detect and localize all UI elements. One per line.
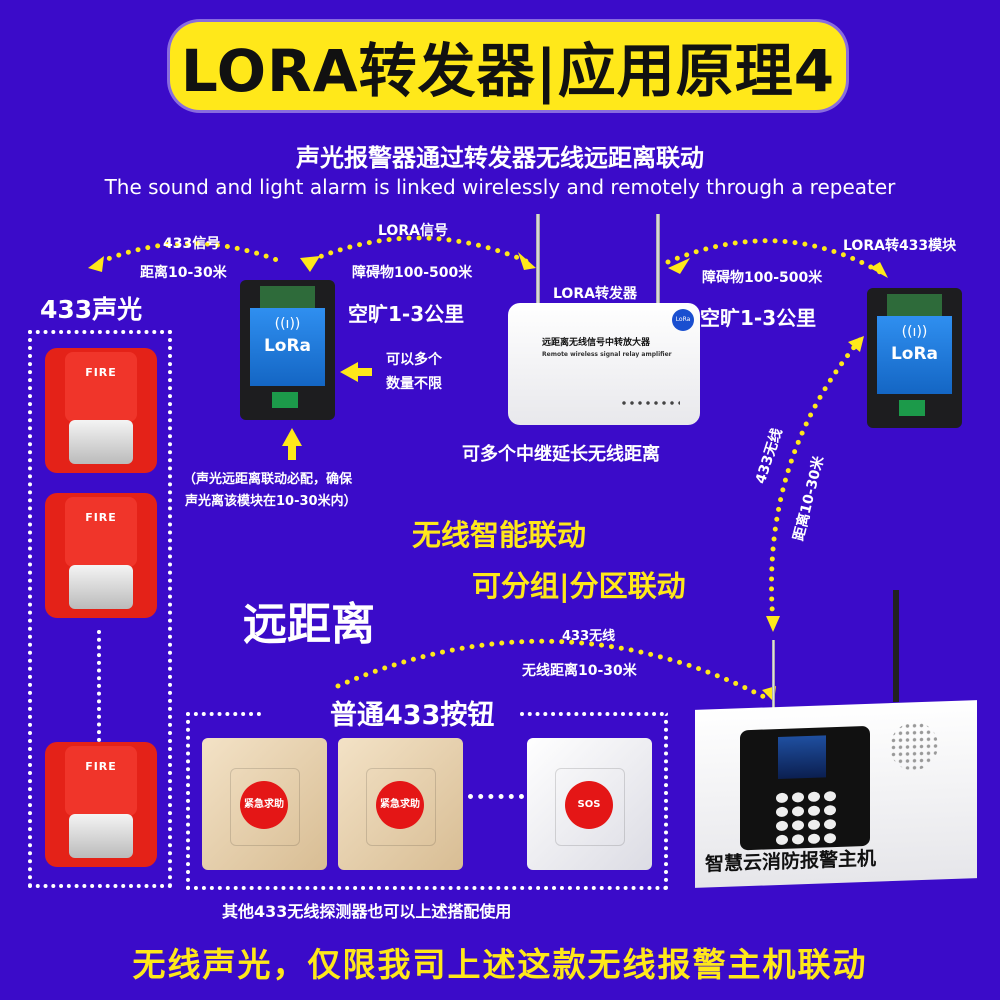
box-top-right xyxy=(520,712,664,716)
button-link-distance: 无线距离10-30米 xyxy=(522,663,637,679)
arrow-icon xyxy=(870,262,888,278)
module-note: 数量不限 xyxy=(386,376,442,392)
arrow-icon xyxy=(518,252,536,270)
page-title: LORA转发器|应用原理4 xyxy=(180,37,836,105)
slogan-wireless: 无线智能联动 xyxy=(412,518,587,552)
subtitle-en: The sound and light alarm is linked wire… xyxy=(104,175,896,199)
antenna xyxy=(656,214,660,306)
lora-repeater: LoRa 远距离无线信号中转放大器 Remote wireless signal… xyxy=(508,303,700,425)
slogan-long-distance: 远距离 xyxy=(243,599,375,650)
wifi-icon: ((ı)) xyxy=(274,316,301,332)
arrow-icon xyxy=(282,428,302,446)
arc-vertical xyxy=(769,337,863,625)
antenna xyxy=(772,640,775,710)
slogan-grouping: 可分组|分区联动 xyxy=(472,569,686,603)
repeater-label: LORA转发器 xyxy=(553,286,637,302)
bottom-banner: 无线声光，仅限我司上述这款无线报警主机联动 xyxy=(132,945,868,984)
module-note: 可以多个 xyxy=(386,352,442,368)
host-name: 智慧云消防报警主机 xyxy=(705,847,877,876)
arrow-icon xyxy=(848,336,864,352)
sos-button: SOS xyxy=(527,738,652,870)
alarm-group-box xyxy=(28,330,172,888)
arrow-icon xyxy=(300,256,320,272)
detector-footnote: 其他433无线探测器也可以上述搭配使用 xyxy=(222,902,512,921)
keypad xyxy=(776,791,836,846)
lora-badge-icon: LoRa xyxy=(672,309,694,331)
button-group-label: 普通433按钮 xyxy=(330,700,495,731)
left-link-label: 433信号 xyxy=(163,236,221,252)
wifi-icon: ((ı)) xyxy=(901,324,928,340)
indicator-lights xyxy=(620,399,680,407)
arc-lora-mid xyxy=(309,235,531,265)
arrow-icon xyxy=(88,256,104,272)
dotted-divider xyxy=(468,794,524,799)
subtitle-cn: 声光报警器通过转发器无线远距离联动 xyxy=(296,144,704,172)
antenna xyxy=(536,214,540,306)
lcd-screen xyxy=(778,735,826,780)
lora-module-left: ((ı))LoRa xyxy=(240,280,335,420)
title-banner: LORA转发器|应用原理4 xyxy=(170,22,846,110)
left-link-distance: 距离10-30米 xyxy=(140,265,227,281)
arrow-icon xyxy=(766,616,780,632)
sound-light-alarm: FIRE xyxy=(45,742,157,867)
arrow-icon xyxy=(340,362,358,382)
mid-link-open: 空旷1-3公里 xyxy=(348,302,465,326)
alarm-host: 智慧云消防报警主机 xyxy=(695,700,977,888)
right-link-open: 空旷1-3公里 xyxy=(700,306,817,330)
dotted-divider xyxy=(97,630,101,742)
button-group-box xyxy=(186,712,668,890)
emergency-button: 紧急求助 xyxy=(202,738,327,870)
antenna xyxy=(893,590,899,702)
box-top-left xyxy=(186,712,261,716)
sound-light-alarm: FIRE xyxy=(45,348,157,473)
module-requirement: 声光离该模块在10-30米内） xyxy=(185,494,357,509)
mid-link-label: LORA信号 xyxy=(378,223,448,239)
mid-link-distance: 障碍物100-500米 xyxy=(352,265,473,281)
repeater-caption: 可多个中继延长无线距离 xyxy=(462,444,660,465)
arrow-icon xyxy=(668,258,690,274)
arc-lora-right xyxy=(665,238,883,275)
emergency-button: 紧急求助 xyxy=(338,738,463,870)
speaker-icon xyxy=(890,721,938,772)
right-module-label: LORA转433模块 xyxy=(843,238,957,254)
module-requirement: （声光远距离联动必配，确保 xyxy=(183,472,353,487)
lora-module-right: ((ı))LoRa xyxy=(867,288,962,428)
button-link-label: 433无线 xyxy=(562,629,616,644)
right-link-distance: 障碍物100-500米 xyxy=(702,270,823,286)
alarm-group-label: 433声光 xyxy=(40,295,143,324)
sound-light-alarm: FIRE xyxy=(45,493,157,618)
